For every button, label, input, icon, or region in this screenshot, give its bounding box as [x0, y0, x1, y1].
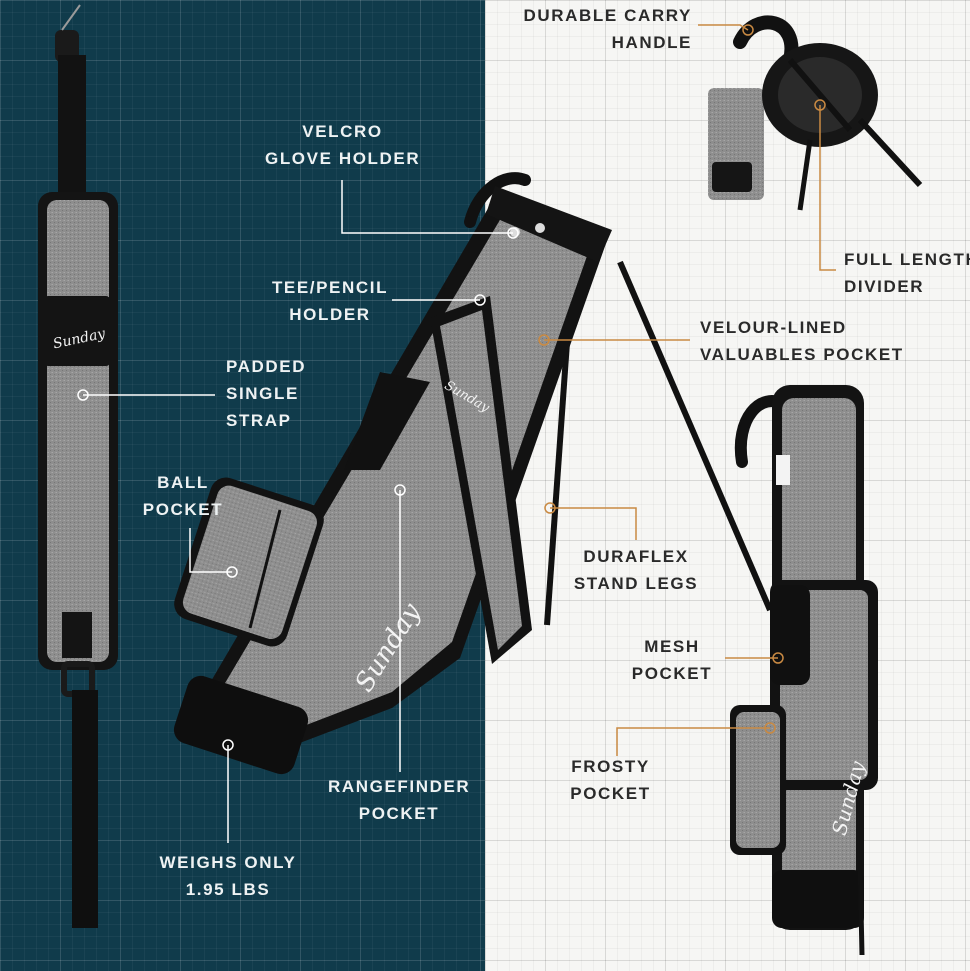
callout-carry-handle-line1: DURABLE CARRY — [523, 6, 692, 25]
handle-divider-detail — [708, 15, 923, 211]
callout-stand-legs: DURAFLEX STAND LEGS — [572, 543, 700, 597]
leader-lines — [83, 24, 836, 843]
callout-tee-pencil-holder-line1: TEE/PENCIL — [271, 278, 389, 297]
callout-carry-handle-line2: HANDLE — [611, 33, 692, 52]
callout-rangefinder-pocket-line1: RANGEFINDER — [328, 777, 471, 796]
callout-rangefinder-pocket-line2: POCKET — [358, 804, 440, 823]
callout-padded-strap-line3: STRAP — [226, 411, 292, 430]
callout-tee-pencil-holder-line2: HOLDER — [289, 305, 371, 324]
side-bag-illustration: Sunday — [730, 385, 878, 956]
callout-frosty-pocket-line1: FROSTY — [571, 757, 650, 776]
callout-tee-pencil-holder: TEE/PENCIL HOLDER — [266, 274, 394, 328]
callout-glove-holder-line1: VELCRO — [302, 122, 383, 141]
callout-full-length-divider-line2: DIVIDER — [844, 277, 925, 296]
callout-padded-strap-line2: SINGLE — [226, 384, 299, 403]
callout-weight-line1: WEIGHS ONLY — [159, 853, 297, 872]
callout-valuables-pocket-line1: VELOUR-LINED — [700, 318, 847, 337]
callout-frosty-pocket-line2: POCKET — [570, 784, 651, 803]
callout-ball-pocket-line1: BALL — [157, 473, 209, 492]
callout-mesh-pocket-line1: MESH — [644, 637, 700, 656]
main-bag-illustration: Sunday Sunday — [173, 172, 773, 775]
callout-glove-holder: VELCRO GLOVE HOLDER — [265, 118, 420, 172]
callout-glove-holder-line2: GLOVE HOLDER — [265, 149, 421, 168]
callout-valuables-pocket: VELOUR-LINED VALUABLES POCKET — [700, 314, 904, 368]
padded-strap-illustration: Sunday — [38, 4, 118, 928]
leader-dots — [77, 24, 826, 751]
callout-full-length-divider: FULL LENGTH DIVIDER — [844, 246, 970, 300]
callout-stand-legs-line1: DURAFLEX — [583, 547, 689, 566]
callout-frosty-pocket: FROSTY POCKET — [563, 753, 658, 807]
callout-padded-strap: PADDED SINGLE STRAP — [226, 353, 306, 434]
callout-full-length-divider-line1: FULL LENGTH — [844, 250, 970, 269]
callout-ball-pocket: BALL POCKET — [138, 469, 228, 523]
callout-mesh-pocket: MESH POCKET — [626, 633, 718, 687]
callout-valuables-pocket-line2: VALUABLES POCKET — [700, 345, 904, 364]
callout-padded-strap-line1: PADDED — [226, 357, 307, 376]
callout-carry-handle: DURABLE CARRY HANDLE — [524, 2, 692, 56]
callout-ball-pocket-line2: POCKET — [142, 500, 224, 519]
callout-stand-legs-line2: STAND LEGS — [573, 574, 699, 593]
callout-weight-line2: 1.95 LBS — [185, 880, 271, 899]
callout-rangefinder-pocket: RANGEFINDER POCKET — [328, 773, 470, 827]
callout-weight: WEIGHS ONLY 1.95 LBS — [158, 849, 298, 903]
callout-mesh-pocket-line2: POCKET — [631, 664, 713, 683]
